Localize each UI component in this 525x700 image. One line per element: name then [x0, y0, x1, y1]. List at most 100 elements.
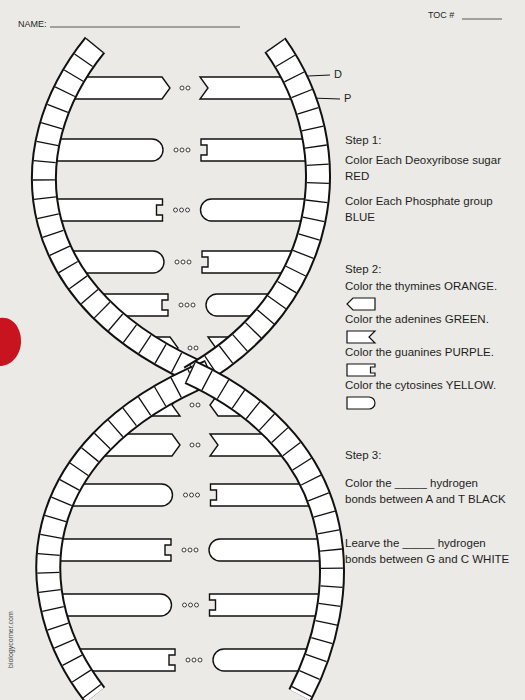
hydrogen-bond	[180, 148, 184, 152]
hydrogen-bond	[180, 208, 184, 212]
base-shape	[347, 298, 375, 310]
strand-segments	[44, 45, 210, 378]
legend-text: Color the thymines ORANGE.	[345, 279, 497, 295]
hydrogen-bond	[185, 303, 189, 307]
hydrogen-bond	[180, 86, 184, 90]
fingernail	[0, 318, 21, 366]
base-pair	[72, 77, 298, 99]
strand-outline	[44, 45, 210, 378]
strand-segments	[48, 372, 210, 695]
nitrogen-base	[46, 199, 163, 221]
hydrogen-bond	[183, 603, 187, 607]
hydrogen-bond	[196, 493, 200, 497]
base-icon	[345, 395, 379, 411]
base-pair	[66, 251, 300, 273]
hydrogen-bond	[187, 260, 191, 264]
hydrogen-bond	[190, 403, 194, 407]
toc-field: TOC #	[428, 9, 454, 21]
watermark: biologycorner.com	[6, 611, 15, 668]
backbone	[44, 45, 332, 695]
hydrogen-bond	[194, 548, 198, 552]
hydrogen-bond	[194, 346, 198, 350]
hydrogen-bond	[186, 658, 190, 662]
base-pair	[66, 484, 317, 506]
step-heading: Step 1:	[345, 133, 381, 149]
legend-entry: Color the cytosines YELLOW.	[345, 378, 496, 411]
toc-line	[462, 19, 502, 20]
base-pair	[100, 434, 290, 456]
name-line	[50, 27, 240, 28]
leader-line	[308, 75, 330, 76]
nitrogen-base	[201, 139, 314, 161]
base-icon	[345, 329, 379, 345]
nitrogen-base	[50, 539, 171, 561]
sugar-phosphate-strand	[190, 372, 332, 695]
legend-entry: Color the thymines ORANGE.	[345, 279, 497, 312]
hydrogen-bond	[186, 148, 190, 152]
hydrogen-bond	[196, 403, 200, 407]
step-heading: Step 2:	[345, 262, 381, 278]
base-pair	[46, 199, 317, 221]
base-shape	[347, 364, 375, 376]
hydrogen-bond	[182, 548, 186, 552]
legend-entry: Color the guanines PURPLE.	[345, 345, 494, 378]
nitrogen-base	[53, 594, 172, 616]
nitrogen-base	[210, 594, 329, 616]
legend-text: Color the cytosines YELLOW.	[345, 378, 496, 394]
strand-outline	[190, 372, 332, 695]
sugar-phosphate-strand	[48, 372, 210, 695]
instruction: Learve the _____ hydrogen bonds between …	[345, 536, 510, 567]
strand-segments	[190, 372, 332, 695]
strand-fill	[44, 45, 210, 378]
hydrogen-bond	[188, 346, 192, 350]
base-pair	[53, 594, 328, 616]
hydrogen-bond	[174, 148, 178, 152]
base-icon	[345, 362, 379, 378]
callout-letter: D	[334, 67, 342, 82]
legend-entry: Color the adenines GREEN.	[345, 312, 489, 345]
strand-segments	[190, 45, 318, 378]
strand-fill	[190, 45, 318, 378]
hydrogen-bond	[192, 658, 196, 662]
strand-outline	[48, 372, 210, 695]
instruction: Color Each Phosphate group BLUE	[345, 194, 517, 225]
hydrogen-bond	[195, 603, 199, 607]
base-pair	[104, 294, 270, 316]
hydrogen-bond	[190, 493, 194, 497]
sugar-phosphate-strand	[44, 45, 210, 378]
hydrogen-bond	[174, 208, 178, 212]
strand-fill	[190, 372, 332, 695]
hydrogen-bond	[181, 260, 185, 264]
hydrogen-bond	[186, 86, 190, 90]
instruction: Color Each Deoxyribose sugar RED	[345, 153, 517, 184]
strand-fill	[48, 372, 210, 695]
nitrogen-base	[50, 139, 163, 161]
hydrogen-bond	[188, 548, 192, 552]
base-pair	[50, 139, 314, 161]
step-heading: Step 3:	[345, 448, 381, 464]
callout-letter: P	[344, 91, 351, 106]
hydrogen-bond	[191, 303, 195, 307]
strand-outline	[190, 45, 318, 378]
legend-text: Color the guanines PURPLE.	[345, 345, 494, 361]
sugar-phosphate-strand	[190, 45, 318, 378]
hydrogen-bond	[186, 208, 190, 212]
nitrogen-base	[72, 77, 170, 99]
hydrogen-bond	[198, 658, 202, 662]
hydrogen-bond	[184, 493, 188, 497]
hydrogen-bond	[175, 260, 179, 264]
name-field: NAME:	[18, 18, 47, 30]
hydrogen-bond	[196, 443, 200, 447]
base-shape	[347, 397, 375, 409]
hydrogen-bond	[190, 443, 194, 447]
base-shape	[347, 331, 375, 343]
hydrogen-bond	[179, 303, 183, 307]
base-pair	[50, 539, 330, 561]
hydrogen-bond	[189, 603, 193, 607]
instruction: Color the _____ hydrogen bonds between A…	[345, 476, 510, 507]
nitrogen-base	[201, 199, 317, 221]
base-icon	[345, 296, 379, 312]
legend-text: Color the adenines GREEN.	[345, 312, 489, 328]
base-pair	[73, 649, 315, 671]
nitrogen-base	[209, 539, 330, 561]
